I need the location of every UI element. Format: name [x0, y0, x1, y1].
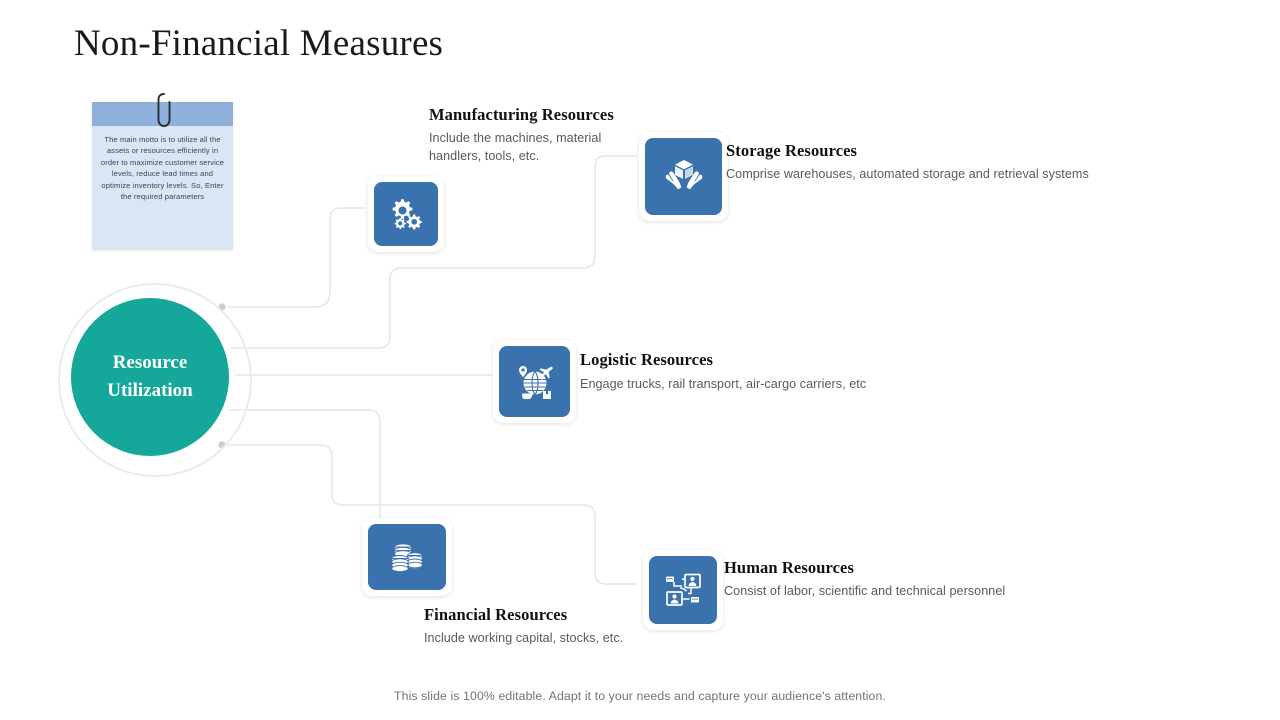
item-desc-storage: Comprise warehouses, automated storage a… [726, 167, 1089, 181]
icon-tile-human[interactable] [643, 550, 723, 630]
gears-icon [392, 199, 422, 230]
item-title-human: Human Resources [724, 558, 854, 577]
icon-tile-manufacturing[interactable] [368, 176, 444, 252]
item-title-financial: Financial Resources [424, 605, 568, 624]
item-desc-human: Consist of labor, scientific and technic… [724, 584, 1006, 598]
hub-label-line2: Utilization [107, 380, 193, 401]
item-desc-financial: Include working capital, stocks, etc. [424, 631, 624, 645]
paperclip-icon [157, 93, 171, 127]
people-network-icon [666, 573, 701, 606]
item-desc-manufacturing: Include the machines, material handlers,… [429, 131, 602, 163]
icon-tile-financial[interactable] [362, 518, 452, 596]
sticky-note-header-band [92, 102, 233, 126]
hub-arc-ring [58, 283, 252, 477]
icon-tile-logistic[interactable] [493, 340, 576, 423]
hub-resource-utilization[interactable]: Resource Utilization [71, 298, 229, 456]
hub-label: Resource Utilization [107, 349, 193, 405]
page-title: Non-Financial Measures [74, 23, 444, 64]
sticky-note-text: The main motto is to utilize all the ass… [100, 135, 225, 202]
item-title-manufacturing: Manufacturing Resources [429, 105, 614, 124]
item-title-storage: Storage Resources [726, 141, 858, 160]
item-desc-logistic: Engage trucks, rail transport, air-cargo… [580, 377, 867, 391]
hands-holding-box-icon [665, 159, 702, 189]
item-title-logistic: Logistic Resources [580, 350, 714, 369]
slide-footer-note: This slide is 100% editable. Adapt it to… [394, 689, 886, 703]
hub-label-line1: Resource [112, 352, 188, 373]
coin-stacks-icon [391, 543, 423, 573]
icon-tile-storage[interactable] [639, 132, 728, 221]
global-logistics-icon [518, 365, 553, 399]
